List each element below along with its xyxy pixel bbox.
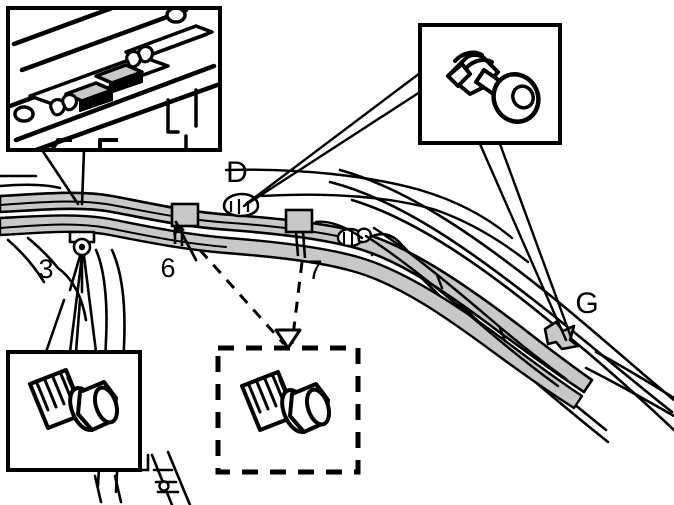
roof-panel-lines (224, 168, 530, 264)
front-pillar-lines (68, 254, 98, 354)
retainer-clip-on-rail (222, 192, 260, 218)
inset-bottom-left-bolt-part (6, 350, 142, 472)
leader-line-detail-d (242, 62, 434, 208)
inset-top-right-clip-part (418, 23, 562, 145)
callout-label-d: D (226, 156, 248, 189)
leader-callout-bottom-left-inset (44, 298, 82, 354)
dashed-leader-arrowhead (274, 328, 302, 350)
callout-label-3: 3 (38, 254, 53, 284)
callout-label-7: 7 (307, 255, 322, 285)
leader-callout-6 (173, 220, 198, 262)
body-structure-outline (328, 168, 674, 444)
callout-label-6: 6 (160, 253, 175, 283)
inset-top-left-detail (6, 6, 222, 152)
diagonal-trim-strip (314, 220, 568, 388)
retainer-clip-at-rear-pillar (543, 320, 580, 351)
bracket-7 (284, 208, 314, 259)
inset-bottom-center-bolt-part (215, 345, 361, 475)
callout-label-g: G (575, 287, 598, 320)
leader-line-detail-g (478, 142, 574, 342)
leader-callout-top-left-inset (40, 148, 86, 206)
leader-callout-3 (68, 254, 84, 294)
